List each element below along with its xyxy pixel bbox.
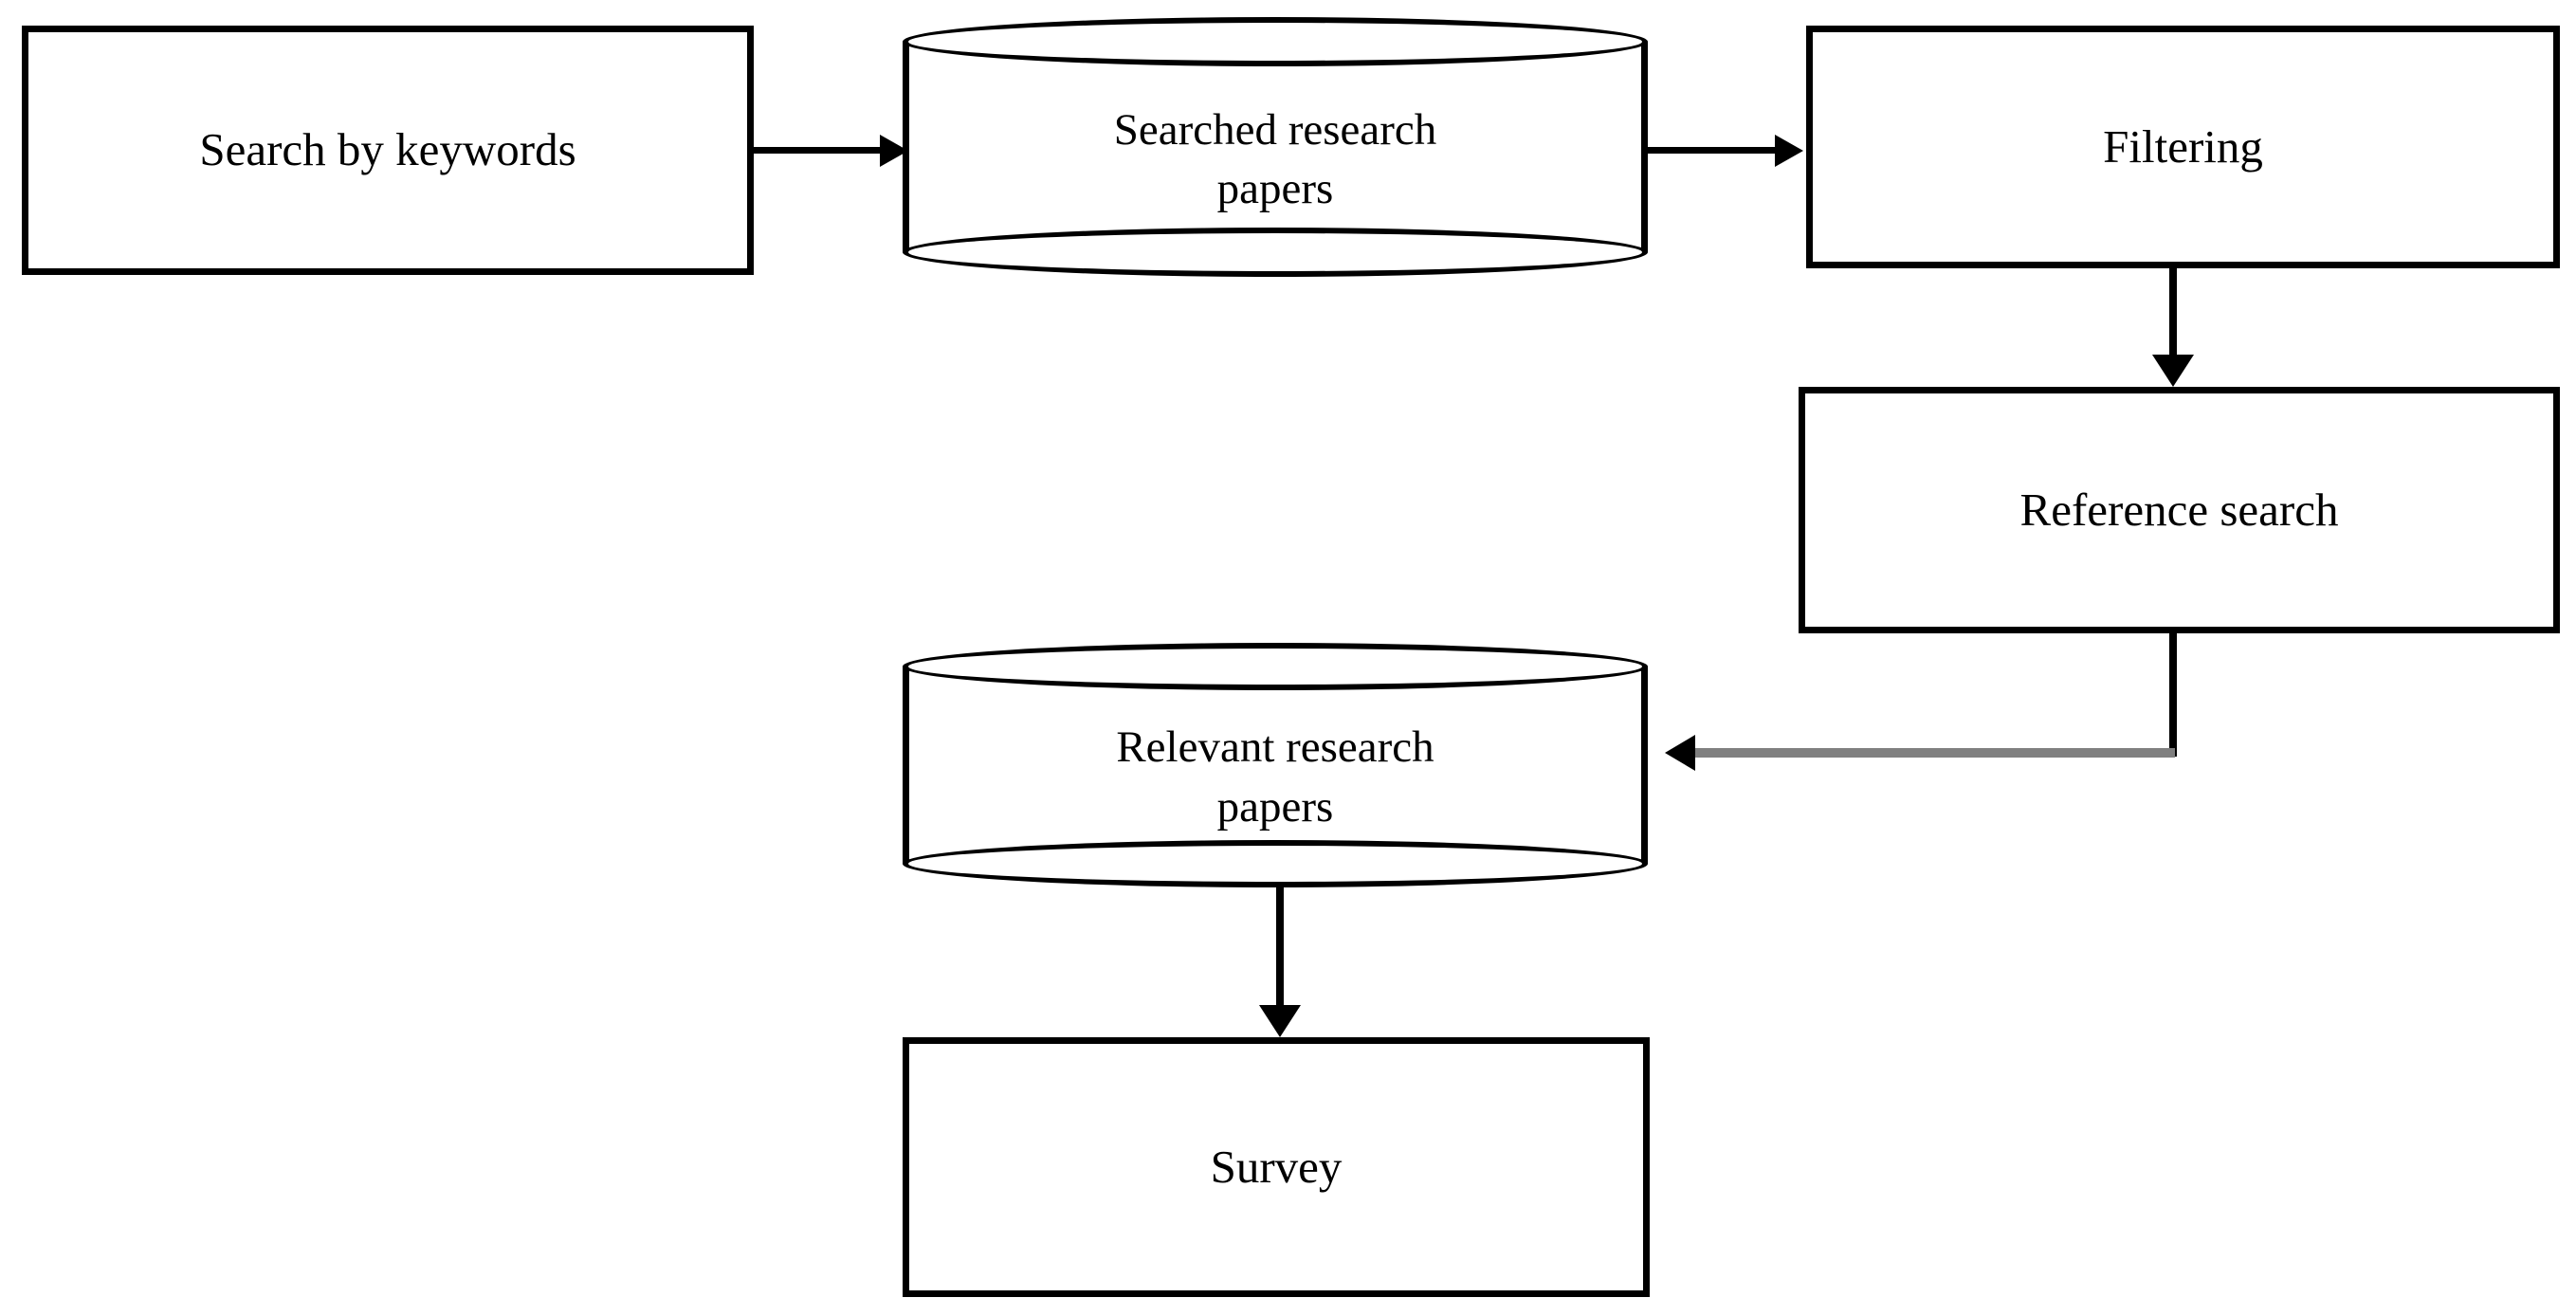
node-relevant-research-papers-label: Relevant research papers bbox=[1116, 722, 1434, 832]
cylinder-top-cap bbox=[903, 17, 1648, 66]
node-searched-research-papers[interactable]: Searched research papers bbox=[903, 17, 1648, 277]
cylinder-body bbox=[903, 42, 1648, 252]
node-search-by-keywords[interactable]: Search by keywords bbox=[22, 26, 754, 275]
node-relevant-research-papers-textwrap: Relevant research papers bbox=[903, 690, 1648, 864]
edge-reference-to-relevant-vertical bbox=[2169, 631, 2177, 757]
edge-search-to-searched-line bbox=[754, 147, 891, 154]
node-filtering[interactable]: Filtering bbox=[1806, 26, 2560, 268]
node-reference-search-label: Reference search bbox=[2019, 483, 2339, 536]
cylinder-bottom-cap bbox=[903, 228, 1648, 277]
cylinder-bottom-cap bbox=[903, 840, 1648, 887]
cylinder-body bbox=[903, 667, 1648, 864]
node-survey[interactable]: Survey bbox=[903, 1037, 1650, 1297]
node-reference-search[interactable]: Reference search bbox=[1799, 387, 2560, 633]
node-search-by-keywords-label: Search by keywords bbox=[199, 123, 576, 176]
edge-searched-to-filtering-line bbox=[1646, 147, 1779, 154]
node-filtering-label: Filtering bbox=[2103, 119, 2263, 173]
node-survey-label: Survey bbox=[1210, 1140, 1343, 1193]
cylinder-top-cap bbox=[903, 643, 1648, 690]
edge-relevant-to-survey-line bbox=[1276, 882, 1284, 1014]
edge-filtering-to-reference-arrowhead bbox=[2152, 355, 2194, 387]
edge-reference-to-relevant-arrowhead bbox=[1665, 735, 1695, 771]
edge-filtering-to-reference-line bbox=[2169, 268, 2177, 363]
edge-searched-to-filtering-arrowhead bbox=[1775, 135, 1803, 167]
edge-relevant-to-survey-arrowhead bbox=[1259, 1005, 1301, 1037]
node-relevant-research-papers[interactable]: Relevant research papers bbox=[903, 643, 1648, 887]
node-searched-research-papers-label: Searched research papers bbox=[1113, 104, 1437, 213]
node-searched-research-papers-textwrap: Searched research papers bbox=[903, 66, 1648, 252]
edge-reference-to-relevant-horizontal bbox=[1693, 748, 2175, 758]
